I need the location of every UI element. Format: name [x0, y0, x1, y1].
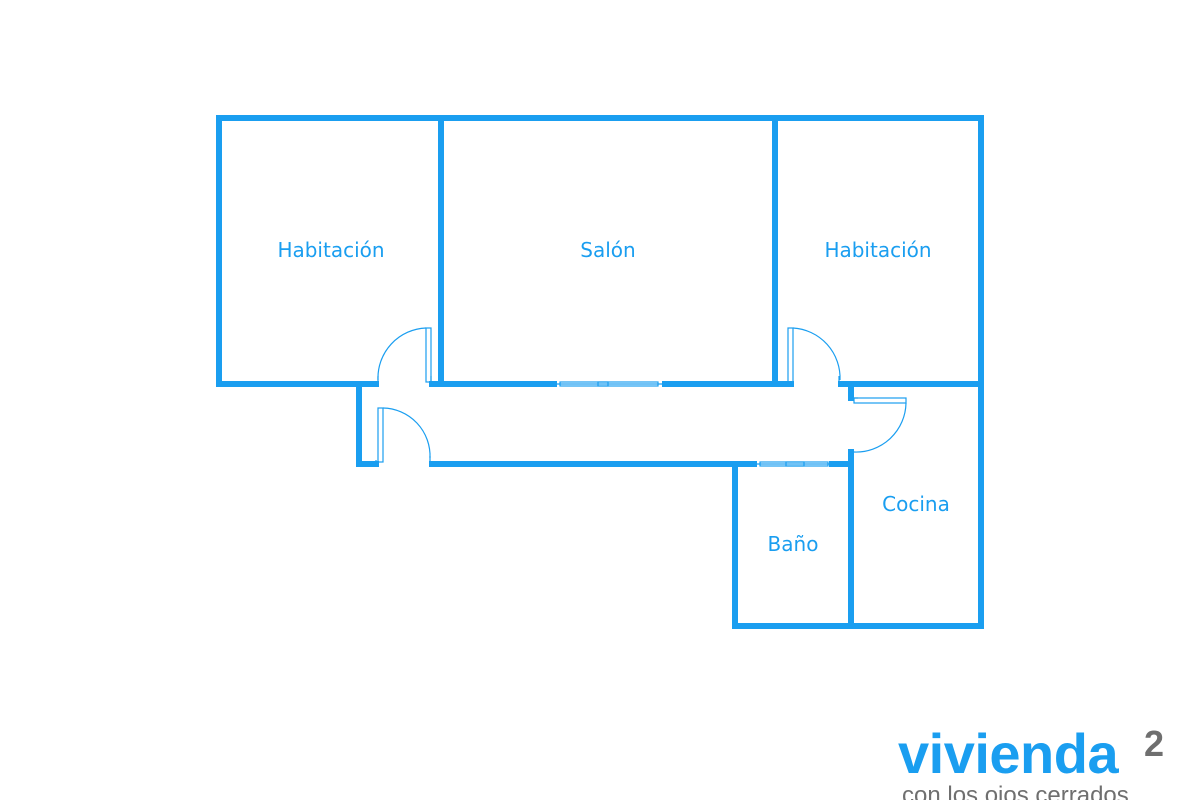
room-label-bano: Baño: [768, 532, 819, 556]
room-label-habitacion-left: Habitación: [277, 238, 384, 262]
door-bath-sliding: [756, 461, 832, 467]
room-label-habitacion-right: Habitación: [824, 238, 931, 262]
logo-superscript: 2: [1144, 723, 1165, 764]
door-bedroom-left: [377, 327, 432, 384]
room-labels: Habitación Salón Habitación Cocina Baño: [277, 238, 949, 556]
room-label-salon: Salón: [580, 238, 635, 262]
doors: [375, 327, 907, 467]
logo-tagline: con los ojos cerrados: [902, 782, 1129, 800]
door-entrance: [375, 407, 431, 466]
brand-logo: vivienda 2 con los ojos cerrados: [898, 722, 1198, 800]
door-kitchen: [850, 397, 907, 453]
walls: [216, 115, 984, 629]
door-salon-sliding: [556, 381, 664, 387]
door-bedroom-right: [787, 327, 841, 384]
logo-wordmark: vivienda: [898, 722, 1119, 785]
room-label-cocina: Cocina: [882, 492, 950, 516]
wall-hall-left: [356, 381, 379, 467]
